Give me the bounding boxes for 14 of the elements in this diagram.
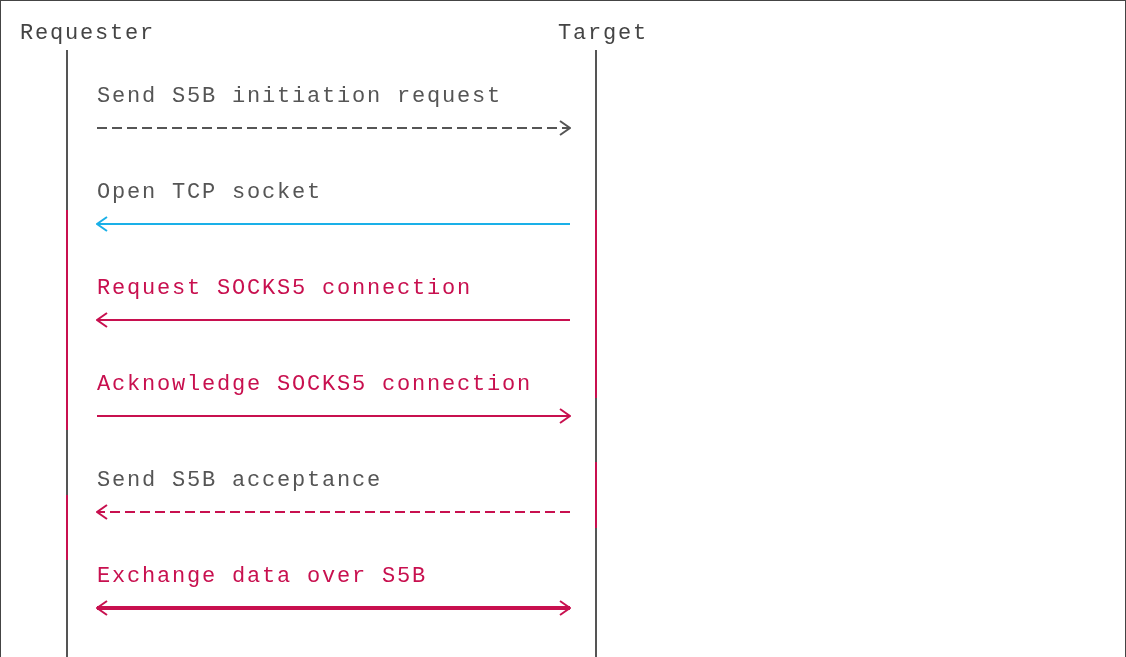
edge-label: Acknowledge SOCKS5 connection — [97, 371, 533, 399]
edge-label: Open TCP socket — [97, 179, 323, 207]
message-arrow — [96, 600, 571, 616]
edge-label: Exchange data over S5B — [97, 563, 428, 591]
message-arrow — [96, 504, 571, 520]
message-arrow — [96, 312, 571, 328]
edge-label: Request SOCKS5 connection — [97, 275, 473, 303]
message-arrow — [96, 120, 571, 136]
participant-name: Target — [558, 20, 648, 48]
edge-label: Send S5B acceptance — [97, 467, 383, 495]
participant-name: Requester — [20, 20, 156, 48]
message-arrow — [96, 216, 571, 232]
edge-label: Send S5B initiation request — [97, 83, 503, 111]
message-arrow — [96, 408, 571, 424]
